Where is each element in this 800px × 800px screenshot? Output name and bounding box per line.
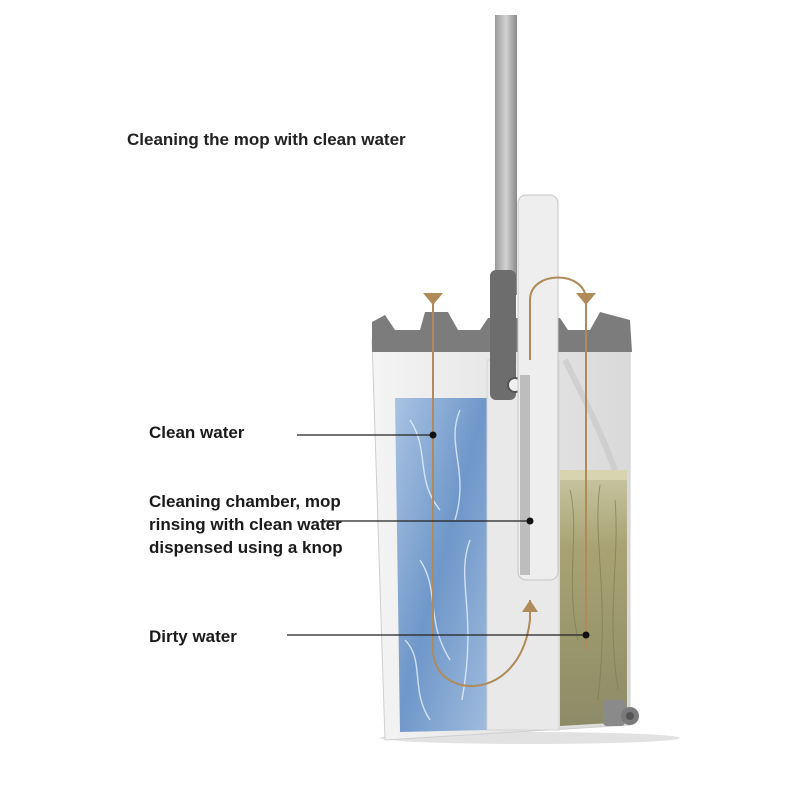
arrowhead-top-right <box>576 293 596 305</box>
mop-joint <box>490 270 516 400</box>
dirty-water-streaks <box>569 484 619 701</box>
clean-water-label: Clean water <box>149 423 245 442</box>
leader-lines <box>287 434 586 636</box>
dirty-water-surface <box>560 470 627 480</box>
arrowhead-top-left <box>423 293 443 305</box>
dot-dirty-water <box>582 631 590 639</box>
bucket <box>371 312 639 741</box>
dot-clean-water <box>429 431 437 439</box>
cleaning-chamber-label: Cleaning chamber, mop rinsing with clean… <box>149 492 343 557</box>
mop-handle <box>495 15 517 295</box>
dirty-water-compartment <box>560 470 627 726</box>
dot-cleaning-chamber <box>526 517 534 525</box>
flow-arrowheads <box>423 293 596 612</box>
rinse-stream <box>562 358 618 472</box>
leader-dots <box>429 431 590 639</box>
clean-water-compartment <box>395 398 487 732</box>
mop <box>490 15 559 581</box>
page-title: Cleaning the mop with clean water <box>127 130 406 149</box>
dirty-water-label: Dirty water <box>149 627 237 646</box>
arrowhead-up-center <box>522 600 538 612</box>
drain-tap <box>603 700 639 726</box>
flow-loop <box>432 600 531 688</box>
